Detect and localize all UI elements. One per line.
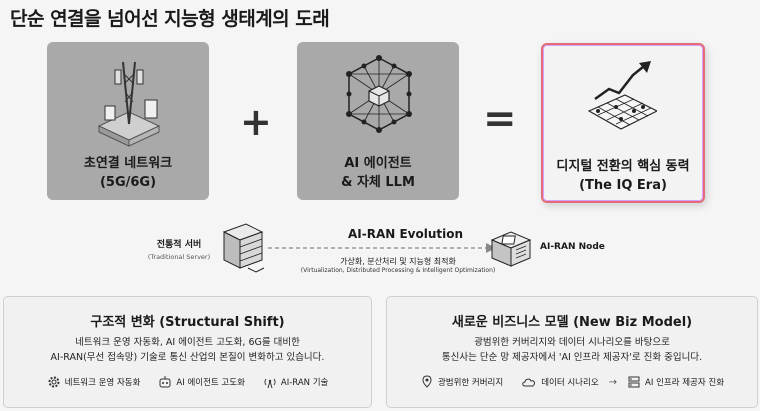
panel-item: 데이터 시나리오 bbox=[521, 375, 599, 389]
panel-body: 광범위한 커버리지와 데이터 시나리오를 바탕으로 통신사는 단순 망 제공자에… bbox=[387, 335, 757, 365]
plus-operator: + bbox=[240, 100, 272, 144]
panel-item-label: AI-RAN 기술 bbox=[280, 378, 329, 388]
antenna-icon bbox=[264, 378, 276, 389]
evolution-arrow bbox=[268, 243, 496, 253]
panel-items: 네트워크 운영 자동화 AI 에이전트 고도화 AI-RAN 기술 bbox=[4, 375, 371, 389]
panel-body-line: AI-RAN(무선 접속망) 기술로 통신 산업의 본질이 변화하고 있습니다. bbox=[50, 352, 325, 363]
gear-icon bbox=[48, 376, 60, 388]
panel-title: 구조적 변화 (Structural Shift) bbox=[90, 315, 285, 330]
card-subtitle: (The IQ Era) bbox=[579, 178, 667, 193]
traditional-server-title: 전통적 서버 bbox=[156, 240, 202, 250]
panel-item-label: 광범위한 커버리지 bbox=[437, 378, 504, 388]
new-biz-model-panel: 새로운 비즈니스 모델 (New Biz Model) 광범위한 커버리지와 데… bbox=[386, 296, 758, 408]
card-title: 초연결 네트워크 bbox=[83, 156, 173, 171]
panel-item-label: 데이터 시나리오 bbox=[541, 378, 599, 388]
panel-body-line: 광범위한 커버리지와 데이터 시나리오를 바탕으로 bbox=[474, 337, 670, 348]
panel-items: 광범위한 커버리지 데이터 시나리오 → AI 인프라 제공자 진화 bbox=[387, 375, 757, 389]
card-ai-agent: AI 에이전트 & 자체 LLM bbox=[297, 42, 459, 200]
structural-shift-panel: 구조적 변화 (Structural Shift) 네트워크 운영 자동화, A… bbox=[3, 296, 372, 408]
panel-item: AI 에이전트 고도화 bbox=[158, 375, 245, 389]
traditional-server-label: 전통적 서버 (Traditional Server) bbox=[146, 237, 212, 261]
panel-item: 네트워크 운영 자동화 bbox=[47, 375, 141, 389]
panel-item-label: 네트워크 운영 자동화 bbox=[64, 378, 141, 388]
panel-body: 네트워크 운영 자동화, AI 에이전트 고도화, 6G를 대비한 AI-RAN… bbox=[4, 335, 371, 365]
evolution-subtitle-ko: 가상화, 분산처리 및 지능형 최적화 bbox=[340, 257, 456, 266]
robot-icon bbox=[159, 376, 171, 388]
growth-chart-icon bbox=[587, 61, 657, 130]
panel-item-label: AI 에이전트 고도화 bbox=[176, 378, 245, 388]
location-pin-icon bbox=[422, 375, 432, 388]
page-title: 단순 연결을 넘어선 지능형 생태계의 도래 bbox=[10, 8, 330, 30]
ai-ran-node-label: AI-RAN Node bbox=[540, 242, 605, 252]
cloud-icon bbox=[522, 378, 536, 387]
arrow-right-icon: → bbox=[608, 376, 618, 388]
ai-ran-node-icon bbox=[490, 231, 532, 267]
evolution-subtitle: 가상화, 분산처리 및 지능형 최적화 (Virtualization, Dis… bbox=[288, 256, 508, 274]
card-title: AI 에이전트 bbox=[344, 156, 412, 171]
cell-tower-icon bbox=[97, 61, 161, 147]
card-digital-transformation: 디지털 전환의 핵심 동력 (The IQ Era) bbox=[541, 43, 705, 203]
card-subtitle: (5G/6G) bbox=[99, 175, 157, 190]
card-title: 디지털 전환의 핵심 동력 bbox=[556, 159, 690, 174]
panel-item-label: AI 인프라 제공자 진화 bbox=[645, 378, 725, 388]
card-subtitle: & 자체 LLM bbox=[341, 175, 415, 190]
panel-title: 새로운 비즈니스 모델 (New Biz Model) bbox=[451, 315, 693, 330]
panel-item: AI-RAN 기술 bbox=[263, 375, 328, 389]
neural-network-icon bbox=[346, 55, 412, 133]
evolution-title: AI-RAN Evolution bbox=[348, 227, 464, 241]
panel-item: 광범위한 커버리지 bbox=[420, 375, 503, 389]
panel-body-line: 네트워크 운영 자동화, AI 에이전트 고도화, 6G를 대비한 bbox=[75, 337, 300, 348]
card-hyperconnected-network: 초연결 네트워크 (5G/6G) bbox=[47, 42, 209, 200]
evolution-subtitle-en: (Virtualization, Distributed Processing … bbox=[300, 267, 496, 274]
panel-body-line: 통신사는 단순 망 제공자에서 'AI 인프라 제공자'로 진화 중입니다. bbox=[441, 352, 703, 363]
panel-item: AI 인프라 제공자 진화 bbox=[627, 375, 724, 389]
traditional-server-subtitle: (Traditional Server) bbox=[147, 253, 211, 261]
server-rack-icon bbox=[222, 223, 265, 273]
server-icon bbox=[628, 376, 640, 388]
equals-operator: = bbox=[483, 96, 517, 142]
